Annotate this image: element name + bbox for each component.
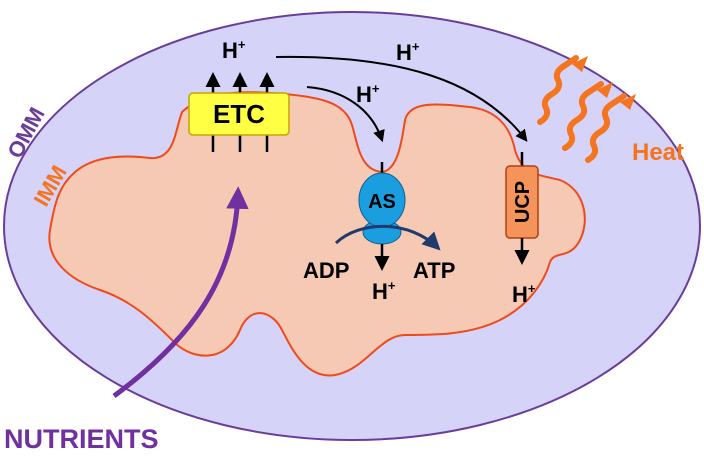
adp-label: ADP	[303, 258, 349, 283]
as-label: AS	[368, 191, 396, 213]
etc-box	[188, 92, 290, 136]
nutrients-arrow	[112, 186, 249, 399]
heat-label: Heat	[632, 139, 684, 166]
proton-arrow-to-ucp	[275, 55, 528, 142]
ucp-label: UCP	[512, 181, 534, 223]
proton-label-right: H+	[396, 39, 420, 65]
heat-arrowheads	[572, 56, 636, 110]
proton-arrow-to-as	[306, 86, 385, 143]
heat-wave-icon	[537, 55, 627, 163]
inner-membrane	[48, 91, 586, 377]
nutrients-label: NUTRIENTS	[4, 424, 159, 454]
etc-label: ETC	[213, 99, 265, 129]
adp-to-atp-arrow	[334, 224, 441, 251]
proton-label-as-bottom: H+	[372, 278, 396, 304]
proton-label-ucp-bottom: H+	[512, 281, 536, 307]
proton-label-middle: H+	[356, 81, 380, 107]
proton-label-top: H+	[222, 37, 246, 63]
atp-label: ATP	[413, 258, 455, 283]
